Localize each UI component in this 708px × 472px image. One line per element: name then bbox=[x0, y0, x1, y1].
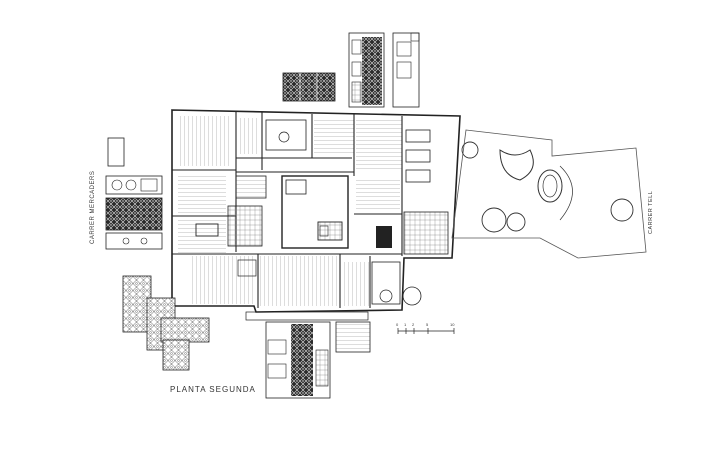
scale-tick-1: 1 bbox=[404, 322, 407, 327]
detail-panel-bottom bbox=[245, 311, 371, 399]
scale-tick-0: 0 bbox=[396, 322, 399, 327]
detail-panel-top bbox=[282, 32, 420, 108]
detail-panel-left bbox=[105, 137, 163, 250]
street-label-right: CARRER TELL bbox=[648, 191, 654, 234]
street-label-left: CARRER MERCADERS bbox=[90, 171, 96, 244]
scale-bar: 0 1 2 5 10 bbox=[396, 322, 455, 334]
plan-title: PLANTA SEGUNDA bbox=[170, 385, 256, 394]
garden-area bbox=[451, 129, 647, 259]
scale-tick-2: 2 bbox=[412, 322, 415, 327]
scale-tick-3: 5 bbox=[426, 322, 429, 327]
main-building-plan bbox=[171, 109, 461, 313]
scale-tick-4: 10 bbox=[450, 322, 455, 327]
tile-pattern-bottom-left bbox=[122, 275, 210, 371]
